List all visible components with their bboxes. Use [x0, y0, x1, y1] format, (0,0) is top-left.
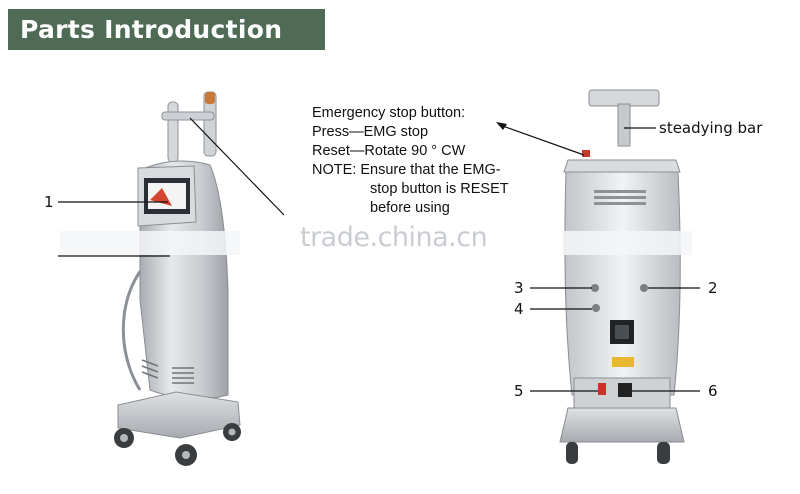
watermark-band — [60, 231, 240, 255]
label-rear-4: 4 — [514, 300, 524, 318]
label-steadying-bar: steadying bar — [659, 119, 763, 137]
emergency-stop-callout: Emergency stop button: Press—EMG stop Re… — [312, 104, 509, 218]
watermark: trade.china.cn — [300, 222, 488, 253]
watermark-band — [562, 231, 692, 255]
callout-line: Press—EMG stop — [312, 124, 429, 140]
label-rear-2: 2 — [708, 279, 718, 297]
label-rear-5: 5 — [514, 382, 524, 400]
callout-line: NOTE: Ensure that the EMG- — [312, 162, 501, 178]
callout-line: stop button is RESET — [370, 181, 509, 197]
callout-line: Emergency stop button: — [312, 105, 466, 121]
section-header: Parts Introduction — [8, 9, 325, 50]
label-front-1: 1 — [44, 193, 54, 211]
callout-line: Reset—Rotate 90 ° CW — [312, 143, 466, 159]
label-rear-6: 6 — [708, 382, 718, 400]
label-rear-3: 3 — [514, 279, 524, 297]
section-title: Parts Introduction — [20, 15, 283, 44]
front-machine — [114, 91, 241, 466]
callout-line: before using — [370, 200, 450, 216]
rear-machine — [559, 89, 685, 464]
leader-lines — [58, 117, 700, 392]
